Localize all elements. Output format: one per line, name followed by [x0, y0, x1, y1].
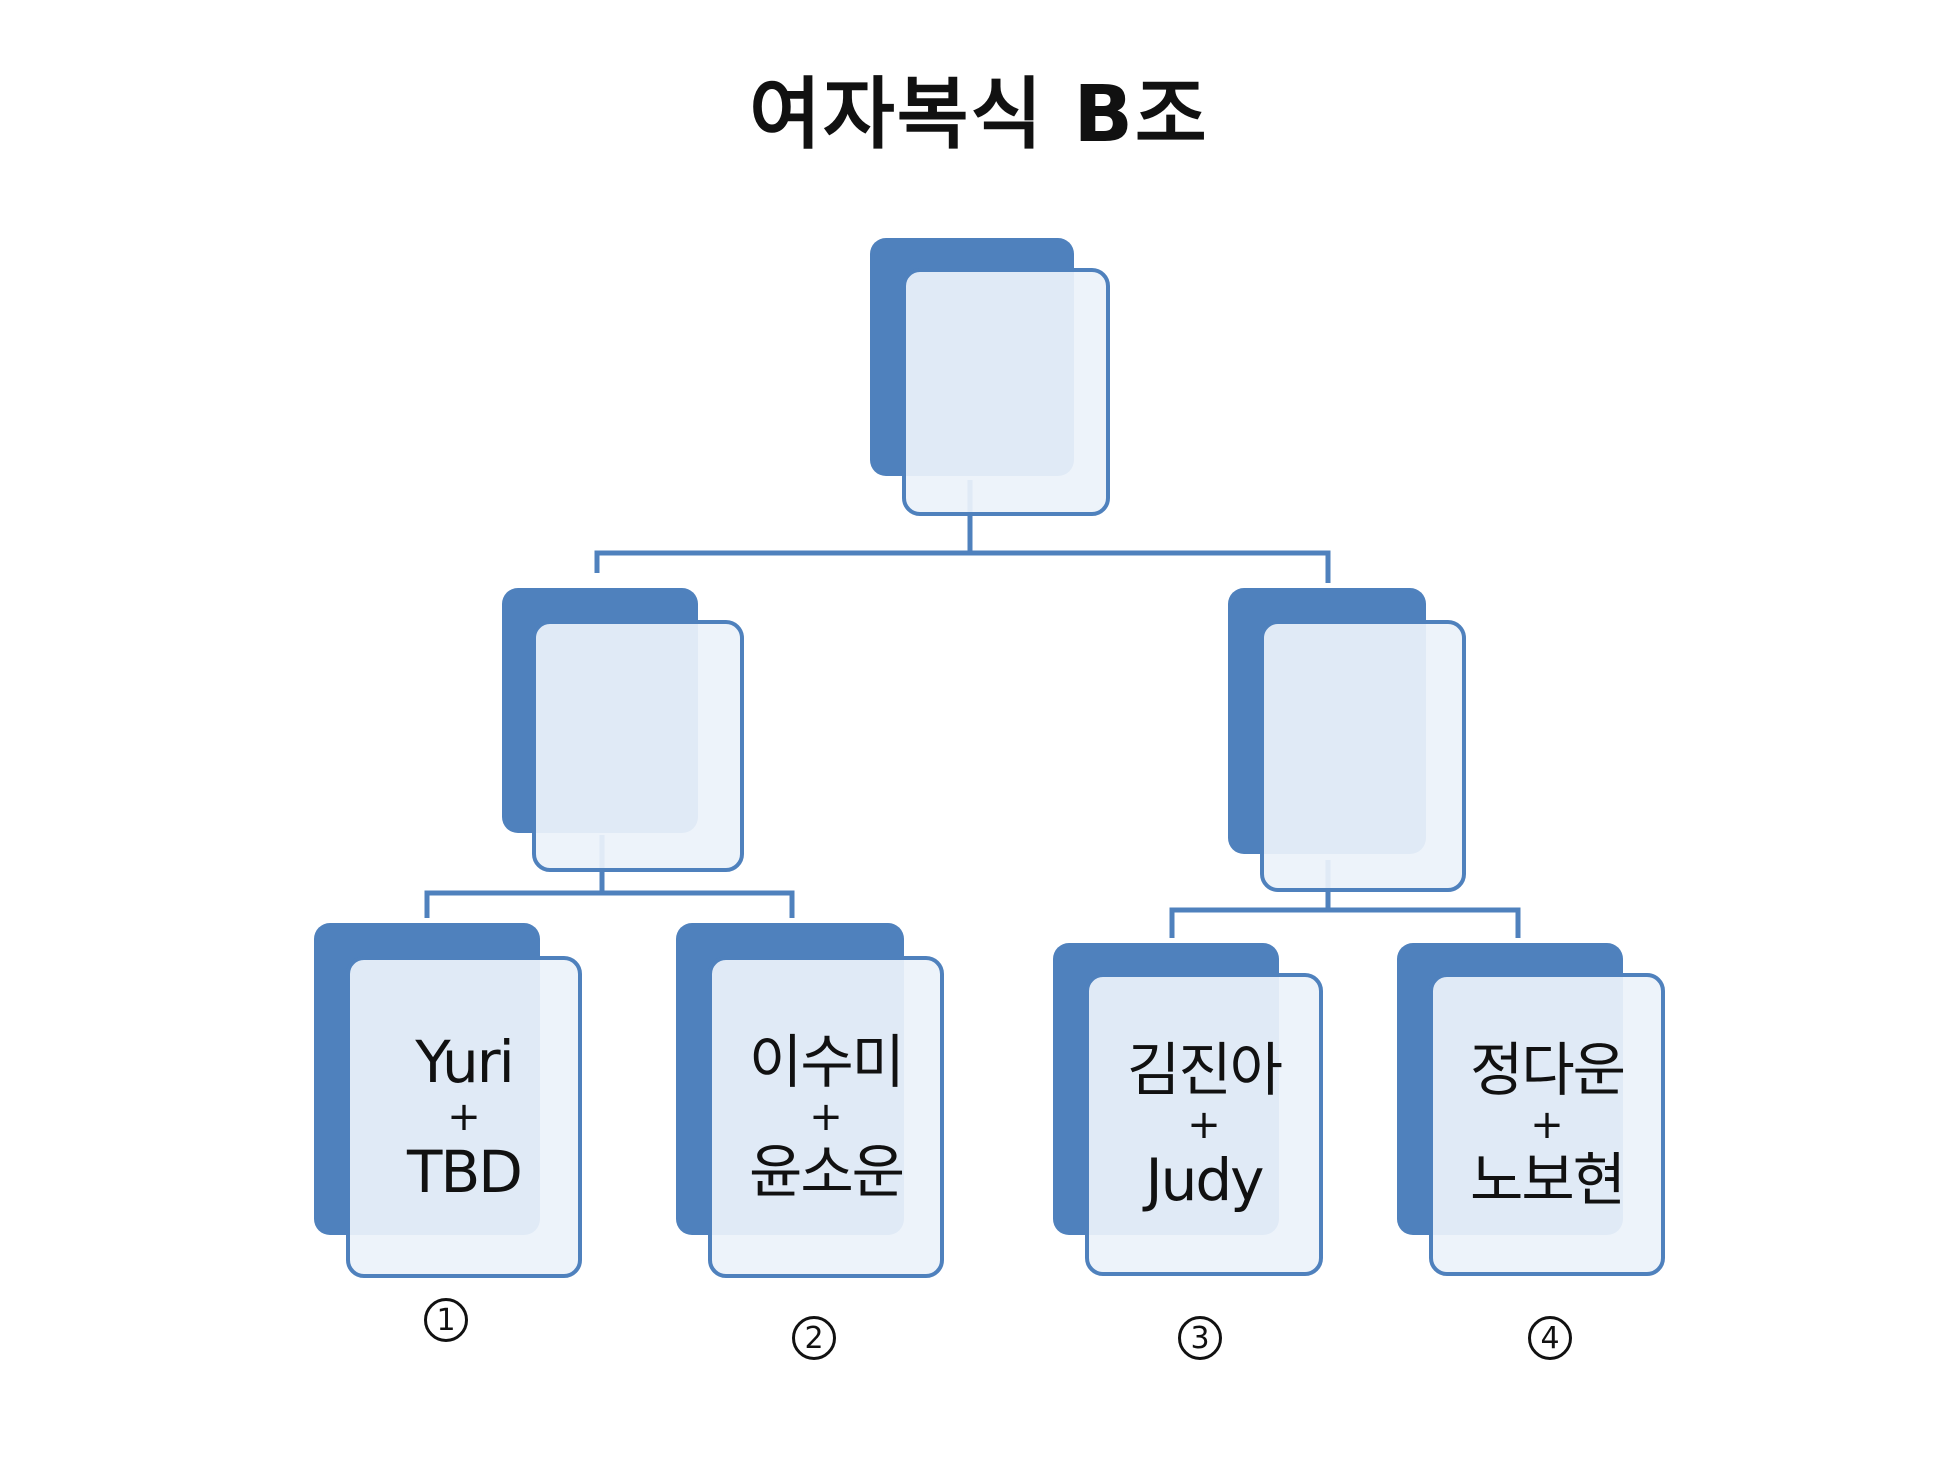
team-2-player-2: 윤소운: [748, 1138, 905, 1206]
seed-number-3: 3: [1178, 1316, 1222, 1360]
team-3-player-1: 김진아: [1126, 1035, 1283, 1104]
team-4-player-1: 정다운: [1469, 1035, 1626, 1104]
team-3-player-2: Judy: [1145, 1145, 1264, 1214]
team-1-plus: +: [447, 1094, 481, 1140]
box-front-card: [902, 268, 1110, 516]
team-1-player-2: TBD: [407, 1138, 523, 1206]
box-front-card: [1260, 620, 1466, 892]
box-front-card: 이수미 + 윤소운: [708, 956, 944, 1278]
team-2-player-1: 이수미: [748, 1028, 905, 1096]
diagram-title: 여자복식 B조: [749, 70, 1209, 160]
team-2-plus: +: [809, 1094, 843, 1140]
box-front-card: [532, 620, 744, 872]
box-front-card: 김진아 + Judy: [1085, 973, 1323, 1276]
team-4-plus: +: [1530, 1101, 1564, 1148]
box-front-card: Yuri + TBD: [346, 956, 582, 1278]
seed-number-2: 2: [792, 1316, 836, 1360]
box-front-card: 정다운 + 노보현: [1429, 973, 1665, 1276]
team-1-player-1: Yuri: [415, 1028, 514, 1096]
seed-number-4: 4: [1528, 1316, 1572, 1360]
team-4-player-2: 노보현: [1469, 1145, 1626, 1214]
seed-number-1: 1: [424, 1298, 468, 1342]
team-3-plus: +: [1187, 1101, 1221, 1148]
